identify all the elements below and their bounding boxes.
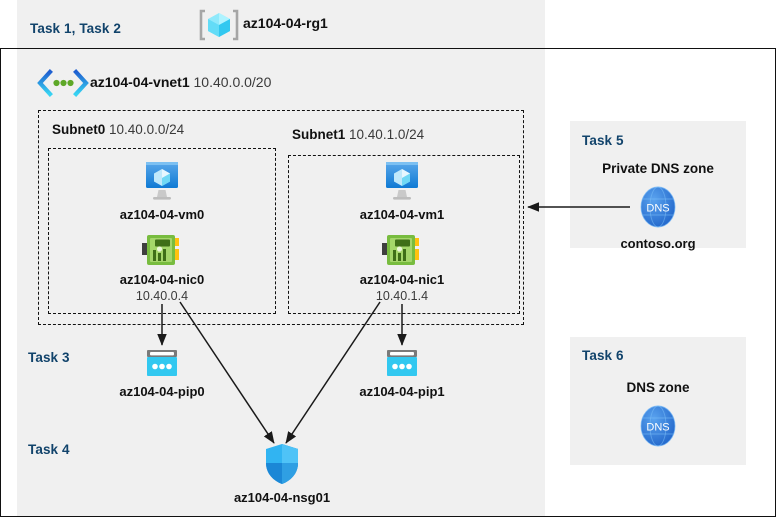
task-label-3: Task 3: [28, 350, 70, 365]
private-dns-heading: Private DNS zone: [602, 161, 714, 176]
subnet1-inner-box: [288, 155, 520, 314]
subnet0-name: Subnet0: [52, 122, 106, 137]
public-ip-panel: [17, 338, 545, 416]
nic1-label: az104-04-nic1: [359, 272, 445, 287]
vnet-name: az104-04-vnet1: [90, 74, 190, 90]
virtual-machine-icon: [352, 160, 452, 207]
dns-zone-icon: DNS: [608, 185, 708, 234]
resource-group-name: az104-04-rg1: [243, 15, 328, 31]
resource-group-icon: [199, 8, 239, 42]
public-ip-address-icon: [352, 349, 452, 384]
subnets-container: [38, 110, 524, 325]
subnet0-cidr: 10.40.0.0/24: [109, 122, 185, 137]
network-interface-icon: [352, 233, 452, 272]
vm1-label: az104-04-vm1: [359, 207, 445, 222]
private-dns-zone-name: contoso.org: [620, 236, 696, 251]
node-public-dns-zone[interactable]: DNS: [608, 404, 708, 453]
dns-icon-text: DNS: [646, 203, 669, 215]
node-pip1[interactable]: az104-04-pip1: [352, 349, 452, 400]
task-label-1-2: Task 1, Task 2: [30, 21, 121, 36]
task-label-4: Task 4: [28, 442, 70, 457]
nic0-label: az104-04-nic0: [119, 272, 205, 287]
subnet1-name: Subnet1: [292, 127, 346, 142]
node-private-dns-zone[interactable]: DNS contoso.org: [608, 185, 708, 252]
vnet-address-space: 10.40.0.0/20: [193, 74, 272, 90]
subnet1-cidr: 10.40.1.0/24: [349, 127, 425, 142]
vnet-title: az104-04-vnet1 10.40.0.0/20: [90, 74, 271, 90]
node-nic0[interactable]: az104-04-nic0 10.40.0.4: [112, 233, 212, 305]
network-security-group-icon: [232, 443, 332, 490]
node-vm1[interactable]: az104-04-vm1: [352, 160, 452, 223]
node-nsg01[interactable]: az104-04-nsg01: [232, 443, 332, 506]
node-vm0[interactable]: az104-04-vm0: [112, 160, 212, 223]
task-label-6: Task 6: [582, 348, 624, 363]
subnet0-title: Subnet0 10.40.0.0/24: [52, 122, 184, 137]
subnet1-title: Subnet1 10.40.1.0/24: [292, 127, 424, 142]
public-ip-address-icon: [112, 349, 212, 384]
resource-group-header-panel: [17, 0, 545, 48]
node-nic1[interactable]: az104-04-nic1 10.40.1.4: [352, 233, 452, 305]
nsg01-label: az104-04-nsg01: [233, 490, 331, 505]
public-dns-heading: DNS zone: [626, 380, 690, 395]
dns-icon-text: DNS: [646, 422, 669, 434]
task-label-5: Task 5: [582, 133, 624, 148]
pip1-label: az104-04-pip1: [359, 384, 445, 399]
vm0-label: az104-04-vm0: [119, 207, 205, 222]
dns-zone-icon: DNS: [608, 404, 708, 453]
nic1-ip: 10.40.1.4: [375, 289, 429, 304]
pip0-label: az104-04-pip0: [119, 384, 205, 399]
nic0-ip: 10.40.0.4: [135, 289, 189, 304]
virtual-machine-icon: [112, 160, 212, 207]
virtual-network-icon: [36, 68, 90, 98]
network-interface-icon: [112, 233, 212, 272]
node-pip0[interactable]: az104-04-pip0: [112, 349, 212, 400]
